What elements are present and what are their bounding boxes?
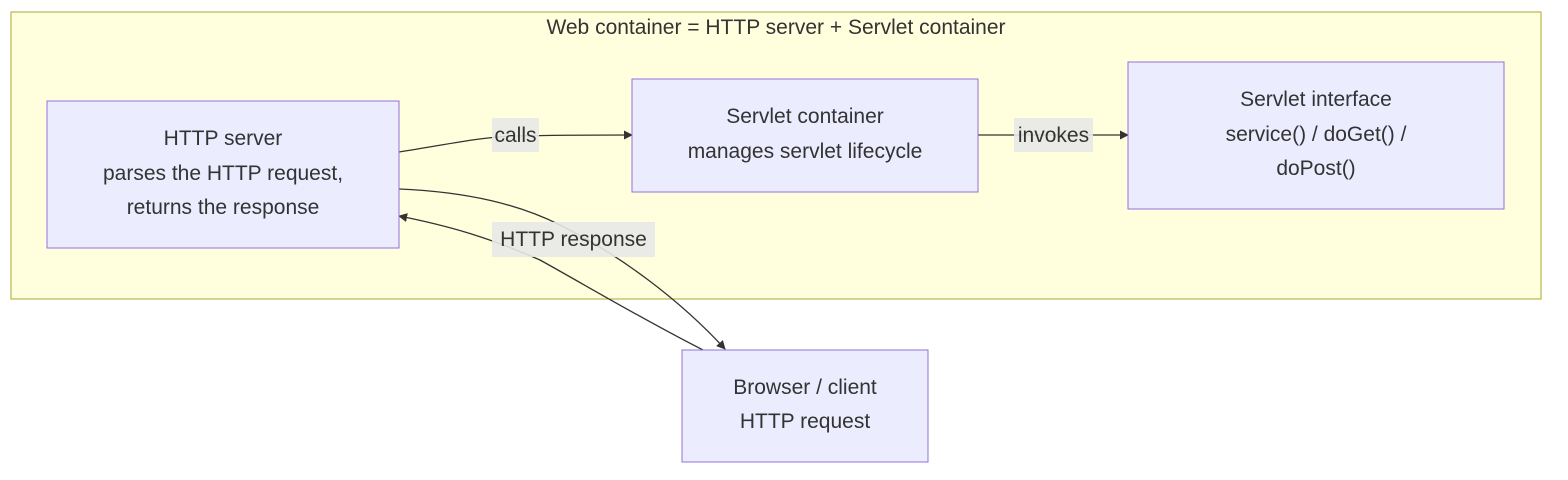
edge-label-calls-text: calls — [494, 124, 536, 147]
servlet-container-box — [631, 78, 979, 193]
servlet-container-line-2: manages servlet lifecycle — [688, 140, 923, 163]
browser-client-line-2: HTTP request — [740, 410, 870, 433]
http-server-line-2: parses the HTTP request, — [103, 162, 343, 185]
browser-client-box — [681, 349, 929, 463]
web-container-title: Web container = HTTP server + Servlet co… — [546, 16, 1005, 39]
edge-label-http-response: HTTP response — [492, 222, 655, 257]
servlet-interface-line-3: doPost() — [1276, 157, 1355, 180]
node-http-server: HTTP server parses the HTTP request, ret… — [46, 100, 400, 249]
servlet-interface-box — [1127, 61, 1505, 210]
http-server-line-3: returns the response — [127, 196, 320, 219]
edge-label-calls: calls — [492, 118, 539, 152]
edge-label-invokes: invokes — [1014, 118, 1093, 152]
node-browser-client: Browser / client HTTP request — [681, 349, 929, 463]
browser-client-line-1: Browser / client — [733, 376, 877, 399]
node-servlet-interface: Servlet interface service() / doGet() / … — [1127, 61, 1505, 210]
servlet-container-line-1: Servlet container — [726, 105, 884, 128]
http-server-line-1: HTTP server — [164, 127, 283, 150]
edge-label-http-response-text: HTTP response — [500, 228, 647, 251]
edge-label-invokes-text: invokes — [1018, 124, 1089, 147]
node-servlet-container: Servlet container manages servlet lifecy… — [631, 78, 979, 193]
servlet-interface-line-2: service() / doGet() / — [1226, 123, 1407, 146]
servlet-interface-line-1: Servlet interface — [1240, 88, 1392, 111]
edge-http-response — [398, 213, 704, 351]
http-server-box — [46, 100, 400, 249]
